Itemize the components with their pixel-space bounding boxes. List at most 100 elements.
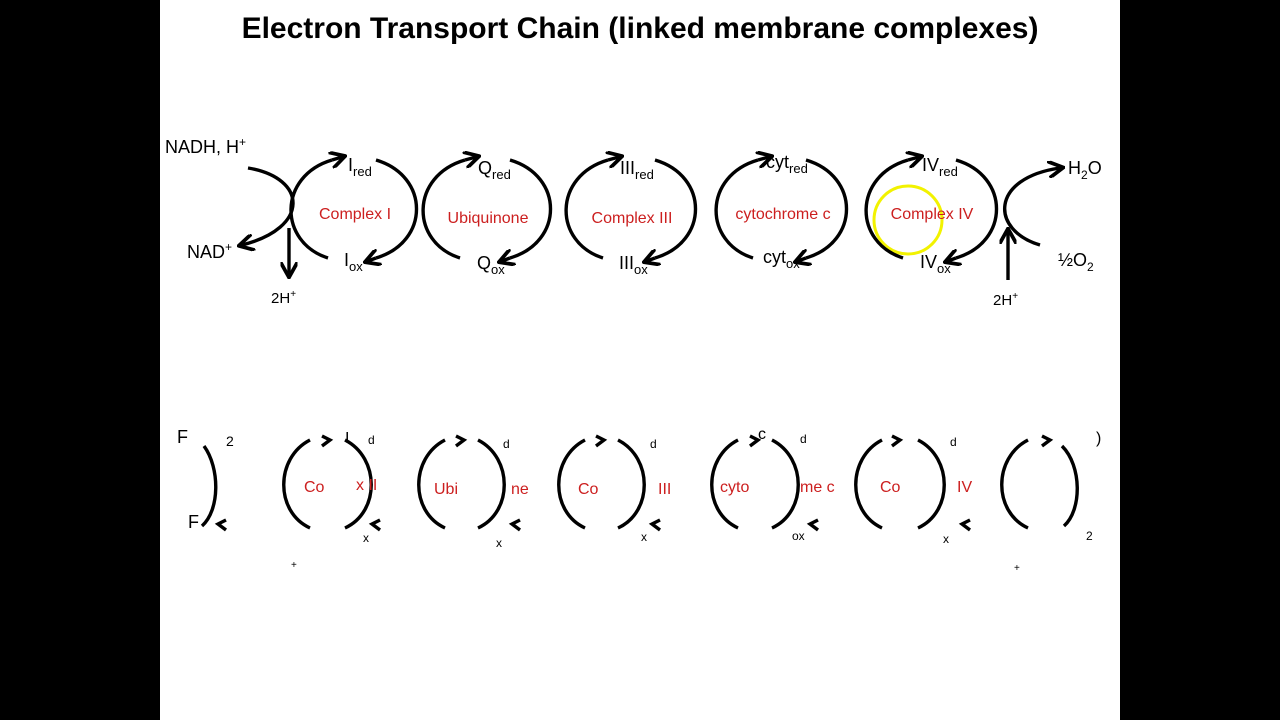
- b-arrowhead-10: [806, 518, 820, 532]
- b-complex-2-right: x II: [356, 477, 377, 494]
- b-ox-sub-1: x: [363, 531, 369, 545]
- fadh-top-sub: 2: [226, 433, 234, 449]
- b-complex-4-right-arc: [917, 438, 946, 530]
- b-red-sub-1: d: [368, 433, 375, 447]
- cytochrome-top-arrow: [758, 157, 769, 160]
- diagram-canvas: NADH, H+ NAD+ 2H+ H2O ½O2 2H+ Ired Qred …: [165, 135, 1102, 574]
- complex-4-right-arc: [955, 158, 999, 260]
- b-arrowhead-9: [648, 518, 662, 532]
- input-arc: [242, 166, 295, 245]
- fadh-top-mid: I: [345, 430, 349, 447]
- complex-3-name: Complex III: [592, 210, 673, 227]
- ubiquinone-bottom-arrow: [502, 258, 510, 261]
- b-paren-close: ): [1096, 430, 1101, 447]
- cytochrome-bottom-arrow: [798, 258, 806, 261]
- b-ubiquinone-right-arc: [477, 438, 506, 530]
- highlight-circle: [872, 184, 944, 256]
- fadh-bottom-left: F: [188, 512, 199, 532]
- b-o2-sub: 2: [1086, 529, 1093, 543]
- b-complex-4-left: Co: [880, 479, 901, 496]
- b-complex-2-left-arc: [282, 438, 311, 530]
- b-arrowhead-3: [594, 434, 608, 448]
- b-cyt-c-top: c: [758, 426, 766, 443]
- complex-3-bottom-arrow: [647, 258, 655, 261]
- b-cytochrome-right-arc: [771, 438, 800, 530]
- fadh-input-arc: [200, 445, 218, 528]
- b-plus-right: +: [1014, 563, 1020, 574]
- complex-4-bottom-arrow: [948, 258, 956, 261]
- proton-in-label: 2H+: [993, 291, 1018, 309]
- complex-3-right-arc: [654, 158, 698, 260]
- complex-3-left-arc: [564, 158, 609, 260]
- ubiquinone-left-arc: [421, 158, 466, 260]
- b-complex-2-right-arc: [344, 438, 373, 530]
- b-complex-3-left: Co: [578, 481, 599, 498]
- b-ox-sub-5: x: [943, 532, 949, 546]
- top-chain: [242, 157, 1060, 280]
- complex-4-top-arrow: [908, 157, 919, 160]
- b-arrowhead-1: [320, 434, 334, 448]
- complex-1-ox-label: Iox: [344, 250, 363, 274]
- b-complex-3-right-arc: [617, 438, 646, 530]
- complex-1-red-label: Ired: [348, 155, 372, 179]
- b-arrowhead-11: [958, 518, 972, 532]
- b-red-sub-4: d: [800, 432, 807, 446]
- complex-4-left-arc: [864, 158, 909, 260]
- output-arc: [1003, 168, 1060, 247]
- b-red-sub-2: d: [503, 437, 510, 451]
- b-arrowhead-4: [748, 434, 762, 448]
- cytochrome-right-arc: [805, 158, 849, 260]
- ubiquinone-red-label: Qred: [478, 158, 511, 182]
- complex-1-top-arrow: [332, 157, 342, 160]
- fadh-top-left: F: [177, 427, 188, 447]
- b-output-right-arc: [1060, 444, 1079, 528]
- cytochrome-c-name: cytochrome c: [735, 206, 830, 223]
- ubiquinone-name: Ubiquinone: [448, 210, 529, 227]
- complex-4-red-label: IVred: [922, 155, 958, 179]
- bottom-chain: [200, 434, 1079, 532]
- b-ox-sub-3: x: [641, 530, 647, 544]
- b-arrowhead-2: [454, 434, 468, 448]
- b-cytochrome-left-arc: [710, 438, 739, 530]
- complex-1-right-arc: [375, 158, 419, 260]
- complex-1-name: Complex I: [319, 206, 391, 223]
- b-ox-sub-4: ox: [792, 529, 805, 543]
- proton-out-label: 2H+: [271, 289, 296, 307]
- complex-3-top-arrow: [608, 157, 619, 160]
- b-arrowhead-5: [890, 434, 904, 448]
- b-cytochrome-right: me c: [800, 479, 835, 496]
- b-complex-2-left: Co: [304, 479, 325, 496]
- complex-4-ox-label: IVox: [920, 252, 951, 276]
- water-label: H2O: [1068, 158, 1102, 182]
- slide-title: Electron Transport Chain (linked membran…: [241, 12, 1039, 45]
- complex-3-red-label: IIIred: [620, 158, 654, 182]
- b-ubiquinone-left-arc: [417, 438, 446, 530]
- b-cytochrome-left: cyto: [720, 479, 749, 496]
- oxygen-label: ½O2: [1058, 250, 1094, 274]
- b-output-left-arc: [1000, 438, 1029, 530]
- cytochrome-left-arc: [714, 158, 759, 260]
- complex-1-bottom-arrow: [368, 258, 376, 261]
- b-red-sub-5: d: [950, 435, 957, 449]
- b-complex-3-right: III: [658, 481, 671, 498]
- b-plus-left: +: [291, 560, 297, 571]
- b-complex-4-right: IV: [957, 479, 972, 496]
- b-complex-4-left-arc: [854, 438, 883, 530]
- nadh-label: NADH, H+: [165, 135, 246, 157]
- b-red-sub-3: d: [650, 437, 657, 451]
- cytochrome-ox-label: cytox: [763, 247, 800, 271]
- b-ox-sub-2: x: [496, 536, 502, 550]
- b-arrowhead-12: [214, 518, 228, 532]
- b-ubiquinone-left: Ubi: [434, 481, 458, 498]
- complex-4-name: Complex IV: [891, 206, 974, 223]
- complex-3-ox-label: IIIox: [619, 253, 648, 277]
- ubiquinone-right-arc: [509, 158, 553, 260]
- ubiquinone-ox-label: Qox: [477, 253, 505, 277]
- slide: Electron Transport Chain (linked membran…: [160, 0, 1120, 720]
- nad-label: NAD+: [187, 240, 232, 262]
- b-arrowhead-6: [1040, 434, 1054, 448]
- b-arrowhead-7: [368, 518, 382, 532]
- b-complex-3-left-arc: [557, 438, 586, 530]
- b-arrowhead-8: [508, 518, 522, 532]
- complex-1-left-arc: [289, 158, 333, 260]
